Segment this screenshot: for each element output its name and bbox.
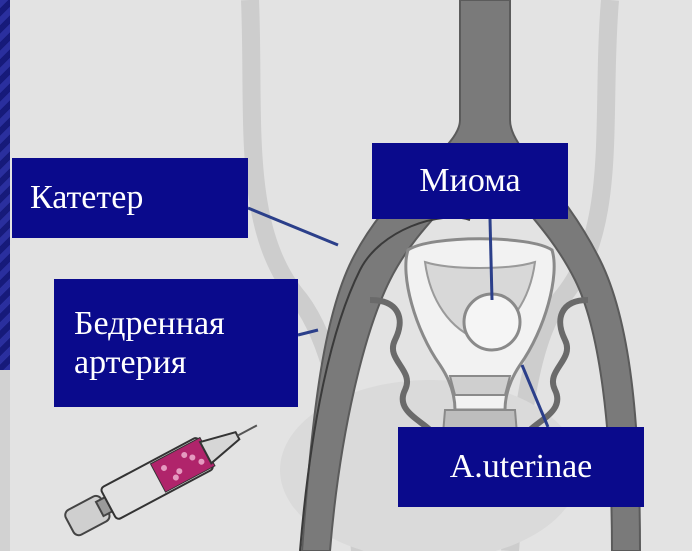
illustration-edge [0,370,10,551]
femoral-label-line2: артерия [74,343,186,382]
catheter-label-text: Катетер [30,178,143,217]
catheter-label: Катетер [12,158,248,238]
cervix [450,376,510,395]
myoma-node [464,294,520,350]
myoma-label-text: Миома [419,161,520,200]
femoral-label-line1: Бедренная [74,304,225,343]
uterine-artery-label: A.uterinae [398,427,644,507]
femoral-artery-label: Бедренная артерия [54,279,298,407]
uterine-label-text: A.uterinae [450,447,593,486]
myoma-pointer [490,219,492,300]
myoma-label: Миома [372,143,568,219]
